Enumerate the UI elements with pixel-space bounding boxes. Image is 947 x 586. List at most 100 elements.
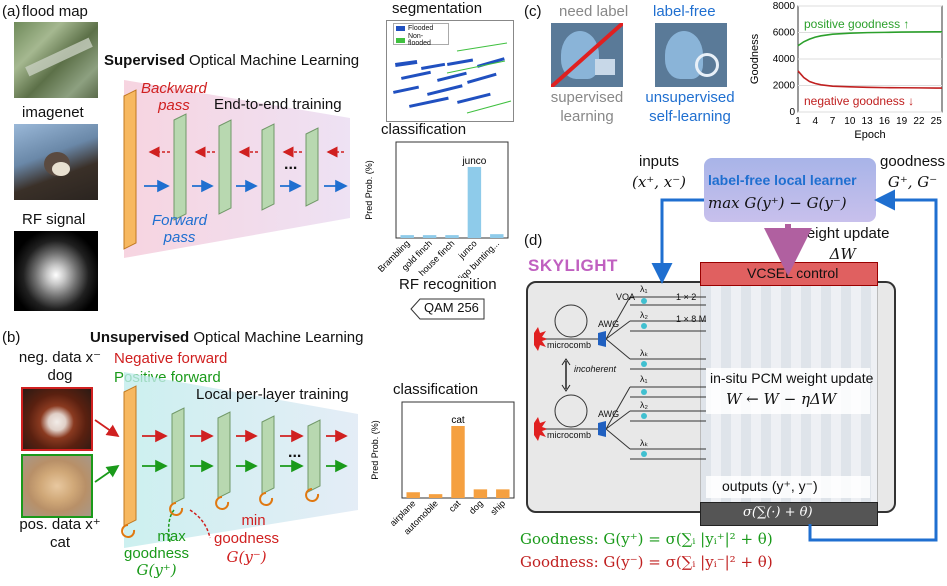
- rf-signal-label: RF signal: [22, 211, 86, 228]
- hidden-layer-1: [173, 113, 187, 221]
- classification-a-title: classification: [381, 121, 467, 138]
- pcm-update-panel: in-situ PCM weight update W ← W − ηΔW: [706, 368, 874, 414]
- goodness-ylabel: Goodness: [749, 33, 761, 84]
- chart-b-tick-2: cat: [447, 498, 463, 514]
- learner-objective: max G(y⁺) − G(y⁻): [708, 194, 847, 212]
- goodness-series-label-0: positive goodness ↑: [804, 17, 909, 31]
- panel-b-label: (b): [2, 329, 21, 346]
- awg-2-label: AWG: [598, 409, 620, 419]
- classification-b-title: classification: [393, 381, 479, 398]
- goodness-xtick-6: 19: [896, 116, 908, 127]
- local-learner-box: label-free local learner max G(y⁺) − G(y…: [704, 158, 876, 222]
- goodness-series-label-1: negative goodness ↓: [804, 94, 914, 108]
- rf-recognition-label: RF recognition: [399, 276, 497, 293]
- goodness-xtick-1: 4: [812, 116, 818, 127]
- lambda-k-bottom: λₖ: [640, 438, 649, 448]
- segmentation-plot: Flooded Non-flooded: [386, 20, 514, 122]
- input-layer: [123, 89, 137, 250]
- end-to-end-label: End-to-end training: [214, 96, 342, 113]
- goodness-series-0: [797, 31, 942, 47]
- microcomb-2-label: microcomb: [547, 430, 592, 440]
- goodness-xlabel: Epoch: [854, 129, 885, 141]
- rf-signal-image: [14, 231, 98, 311]
- flood-map-label: flood map: [22, 3, 88, 20]
- goodness-ytick-2: 4000: [773, 54, 796, 65]
- panel-a-title: Supervised Optical Machine Learning: [104, 52, 360, 69]
- dots-a: ...: [284, 156, 298, 173]
- feedback-arrows: [651, 189, 938, 542]
- segmentation-title: segmentation: [392, 0, 483, 17]
- chart-a-ylabel: Pred Prob. (%): [364, 160, 374, 220]
- outputs-panel: outputs (y⁺, y⁻): [706, 476, 870, 498]
- neg-data-label: neg. data x⁻dog: [18, 349, 102, 384]
- unsupervised-network-diagram: [94, 372, 358, 548]
- goodness-xtick-0: 1: [795, 116, 801, 127]
- panel-d-label: (d): [524, 232, 543, 249]
- legend-nonflooded: Non-flooded: [407, 33, 431, 47]
- chart-b-ylabel: Pred Prob. (%): [370, 420, 380, 480]
- goodness-xtick-7: 22: [913, 116, 925, 127]
- goodness-series-1: [797, 70, 942, 89]
- legend-flooded: Flooded: [408, 25, 434, 32]
- chart-b-tick-4: ship: [488, 498, 507, 517]
- local-training-label: Local per-layer training: [196, 386, 349, 403]
- skylight-title: SKYLIGHT: [528, 256, 618, 275]
- goodness-eq-neg: Goodness: G(y⁻) = σ(∑ᵢ |yᵢ⁻|² + θ): [520, 553, 773, 571]
- chart-a-bar-0: [400, 235, 414, 238]
- voa-label: VOA: [616, 292, 636, 302]
- qam-label: QAM 256: [424, 300, 479, 315]
- chart-a-bar-3: [467, 166, 482, 238]
- chart-a-bar-4: [490, 234, 504, 238]
- label-free-text: label-free: [653, 3, 716, 20]
- learner-title: label-free local learner: [708, 172, 857, 188]
- max-goodness-label: max goodness G(y⁺): [124, 528, 190, 579]
- pcm-update-equation: W ← W − ηΔW: [726, 390, 837, 408]
- cat-image: [21, 454, 93, 518]
- chart-b-bar-3: [473, 489, 488, 498]
- goodness-eq-pos: Goodness: G(y⁺) = σ(∑ᵢ |yᵢ⁺|² + θ): [520, 530, 773, 548]
- min-goodness-label: min goodness G(y⁻): [214, 512, 280, 566]
- imagenet-label: imagenet: [22, 104, 84, 121]
- supervised-brain-icon: [551, 23, 623, 87]
- goodness-ytick-3: 6000: [773, 28, 796, 39]
- neg-forward-label: Negative forward: [114, 350, 228, 367]
- qam-tag: [410, 298, 485, 320]
- panel-b-title: Unsupervised Optical Machine Learning: [90, 329, 364, 346]
- need-label-text: need label: [559, 3, 629, 20]
- chart-b-bar-1: [428, 494, 443, 498]
- goodness-xtick-3: 10: [844, 116, 856, 127]
- pcm-update-label: in-situ PCM weight update: [710, 370, 874, 386]
- goodness-xtick-8: 25: [931, 116, 943, 127]
- goodness-xtick-5: 16: [879, 116, 891, 127]
- chart-b-bar-4: [496, 489, 510, 498]
- splitter-label: 1 × 2: [676, 292, 697, 302]
- awg-1-label: AWG: [598, 319, 620, 329]
- dog-image: [21, 387, 93, 451]
- panel-c-label: (c): [524, 3, 542, 20]
- outputs-label: outputs (y⁺, y⁻): [722, 478, 818, 494]
- chart-a-frame: [395, 141, 509, 239]
- sigma-label: σ(∑(·) + θ): [743, 505, 813, 520]
- hidden-layer-4: [305, 127, 319, 207]
- photonic-circuit: [534, 296, 706, 460]
- dots-b: ...: [288, 444, 302, 461]
- goodness-xtick-4: 13: [862, 116, 874, 127]
- chart-a-bar-2: [445, 235, 459, 238]
- imagenet-image: [14, 124, 98, 200]
- inputs-label: inputs(x⁺, x⁻): [632, 153, 686, 191]
- lambda-2-bottom: λ₂: [640, 400, 648, 410]
- lambda-1-bottom: λ₁: [640, 374, 648, 384]
- goodness-ytick-4: 8000: [773, 1, 796, 12]
- microcomb-1-label: microcomb: [547, 340, 592, 350]
- supervised-network-diagram: [123, 80, 350, 258]
- flood-map-image: [14, 22, 98, 98]
- chart-b-highlight-label: cat: [451, 415, 465, 426]
